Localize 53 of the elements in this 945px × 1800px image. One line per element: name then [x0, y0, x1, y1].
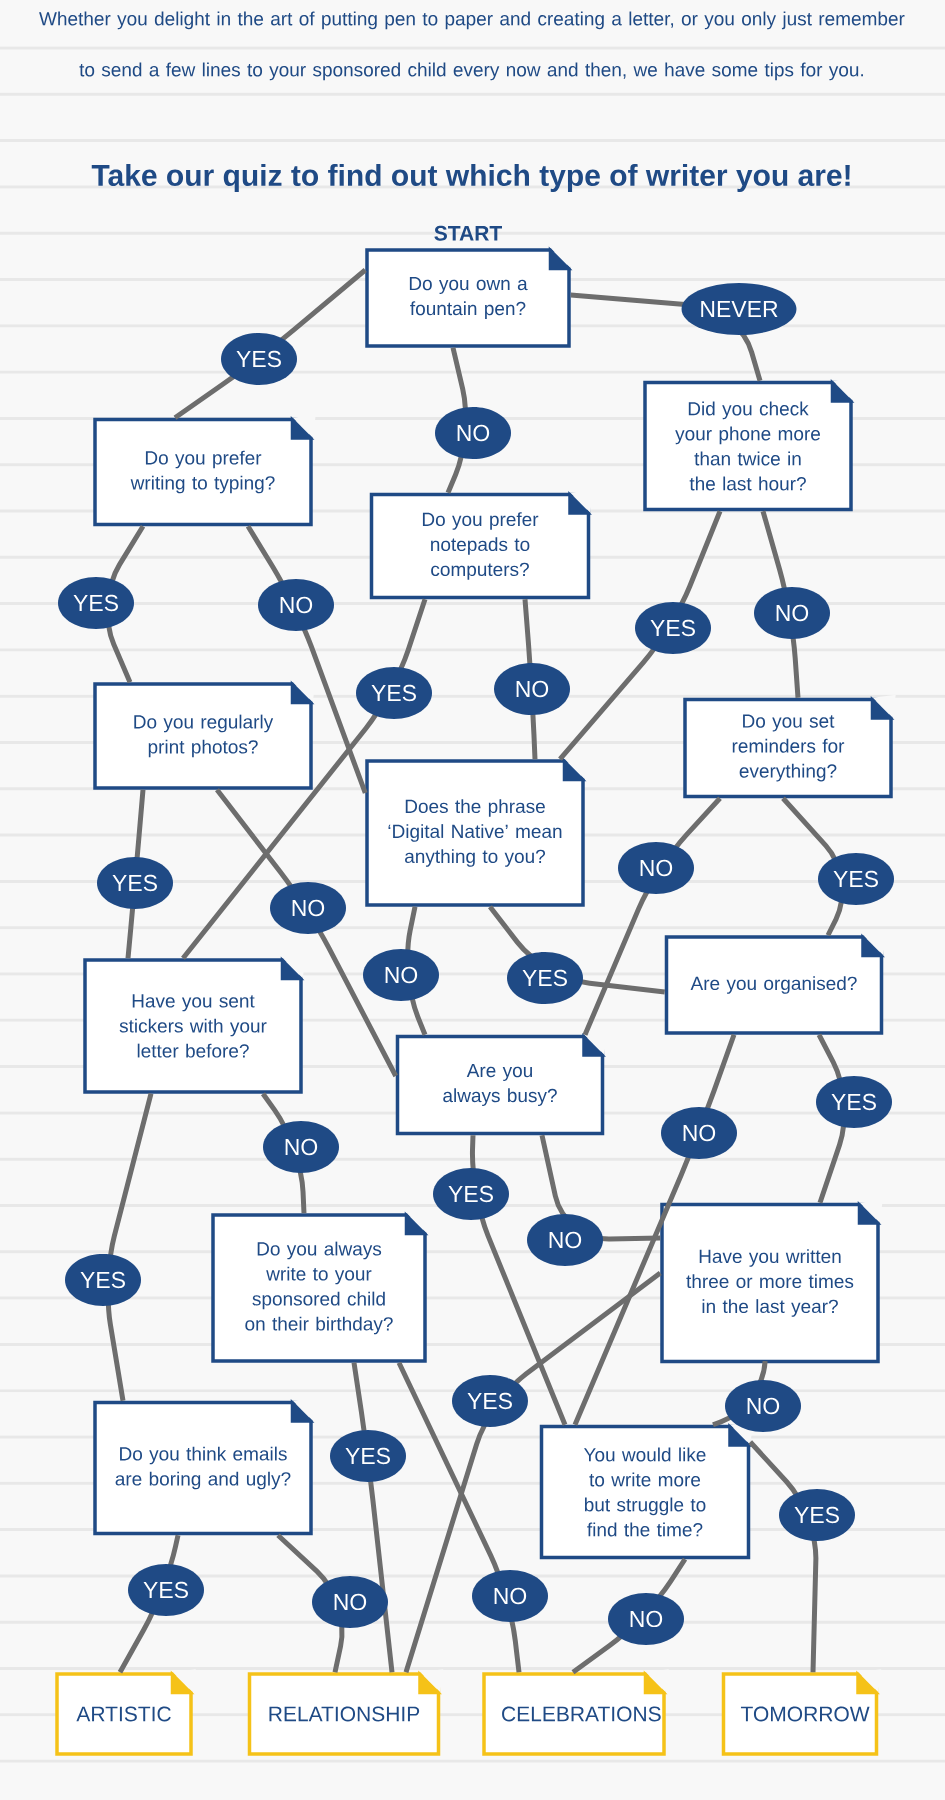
answer-oval: YES — [58, 577, 134, 629]
answer-oval: NO — [608, 1593, 684, 1645]
answer-oval: YES — [330, 1430, 406, 1482]
question-box: Do you think emails are boring and ugly? — [93, 1397, 316, 1536]
answer-oval: NEVER — [681, 283, 797, 335]
question-box: Do you set reminders for everything? — [683, 694, 896, 799]
question-box: Do you always write to your sponsored child on their birthday? — [211, 1210, 430, 1363]
connector-line — [572, 1033, 737, 1426]
start-label: START — [434, 225, 502, 241]
connector-line — [181, 598, 428, 960]
answer-oval: YES — [635, 602, 711, 654]
connector-line — [403, 1271, 662, 1673]
question-box: You would like to write more but struggle to find the time? — [539, 1421, 754, 1560]
question-box: Do you own a fountain pen? — [365, 245, 574, 348]
question-box: Do you prefer notepads to computers? — [369, 489, 594, 600]
answer-oval: YES — [816, 1076, 892, 1128]
answer-oval: NO — [494, 663, 570, 715]
answer-oval: YES — [221, 333, 297, 385]
question-box: Do you prefer writing to typing? — [93, 414, 316, 527]
result-box: RELATIONSHIP — [247, 1669, 444, 1756]
intro-text: Whether you delight in the art of putting pen to paper and creating a letter, or you only just remember to send a few lines to your sponsored child every now and then, we have some tips for you. — [39, 11, 905, 81]
question-box: Do you regularly print photos? — [93, 679, 316, 790]
answer-oval: NO — [258, 579, 334, 631]
answer-oval: NO — [527, 1214, 603, 1266]
answer-oval: YES — [65, 1254, 141, 1306]
question-box: Have you sent stickers with your letter before? — [83, 955, 306, 1094]
question-box: Have you written three or more times in the last year? — [660, 1199, 883, 1364]
answer-oval: YES — [507, 952, 583, 1004]
answer-oval: YES — [356, 667, 432, 719]
title: Take our quiz to find out which type of writer you are! — [91, 164, 850, 192]
result-box: CELEBRATIONS — [482, 1669, 669, 1756]
answer-oval: NO — [472, 1570, 548, 1622]
answer-oval: YES — [452, 1375, 528, 1427]
answer-oval: NO — [263, 1121, 339, 1173]
answer-oval: YES — [433, 1168, 509, 1220]
answer-oval: NO — [618, 842, 694, 894]
question-box: Are you organised? — [664, 932, 887, 1035]
answer-oval: NO — [363, 949, 439, 1001]
answer-oval: NO — [754, 587, 830, 639]
question-box: Does the phrase ‘Digital Native’ mean anything to you? — [365, 756, 588, 907]
answer-oval: NO — [312, 1576, 388, 1628]
answer-oval: YES — [818, 853, 894, 905]
question-box: Did you check your phone more than twice in the last hour? — [643, 377, 856, 512]
result-box: ARTISTIC — [55, 1669, 196, 1756]
answer-oval: YES — [97, 857, 173, 909]
answer-oval: NO — [661, 1107, 737, 1159]
question-box: Are you always busy? — [395, 1031, 608, 1136]
answer-oval: NO — [725, 1380, 801, 1432]
result-box: TOMORROW — [721, 1669, 882, 1756]
answer-oval: YES — [128, 1564, 204, 1616]
answer-oval: NO — [435, 407, 511, 459]
answer-oval: YES — [779, 1489, 855, 1541]
answer-oval: NO — [270, 882, 346, 934]
